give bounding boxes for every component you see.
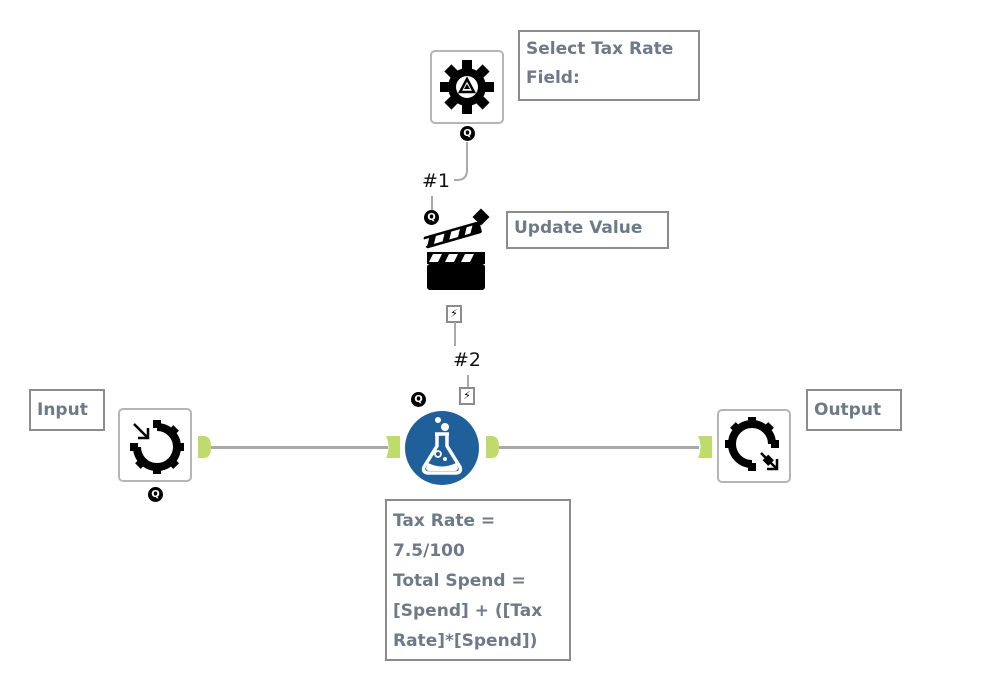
clapperboard-icon[interactable] — [423, 222, 489, 292]
connection-label-2: #2 — [453, 349, 482, 371]
annotation-line: Field: — [526, 68, 580, 88]
annotation-input: Input — [29, 389, 105, 431]
question-badge-icon: Q — [411, 392, 426, 407]
bolt-badge-icon: ⚡ — [459, 387, 475, 405]
flask-icon[interactable] — [404, 410, 480, 486]
macro-output-gear-icon — [725, 417, 779, 471]
macro-output-tool[interactable] — [717, 409, 791, 483]
annotation-line: Tax Rate = — [393, 511, 496, 531]
annotation-line: 7.5/100 — [393, 541, 465, 561]
gear-recycle-icon — [440, 60, 494, 114]
annotation-line: Total Spend = — [393, 571, 526, 591]
annotation-line: Select Tax Rate — [526, 39, 674, 59]
annotation-update-value: Update Value — [506, 211, 669, 249]
connection-2-wire[interactable] — [454, 322, 456, 346]
connection-2-wire-end[interactable] — [467, 375, 469, 387]
input-anchor[interactable] — [386, 436, 400, 458]
annotation-line: [Spend] + ([Tax — [393, 601, 543, 621]
question-badge-icon: Q — [148, 487, 163, 502]
macro-input-tool[interactable] — [118, 408, 192, 482]
output-anchor[interactable] — [198, 436, 212, 458]
question-badge-icon: Q — [460, 126, 475, 141]
annotation-select-tax-rate: Select Tax Rate Field: — [518, 30, 700, 101]
output-anchor[interactable] — [486, 436, 500, 458]
macro-input-gear-icon — [130, 420, 184, 474]
bolt-badge-icon: ⚡ — [446, 305, 462, 323]
control-parameter-tool[interactable] — [430, 50, 504, 124]
annotation-output: Output — [806, 389, 902, 431]
connection-label-1: #1 — [422, 170, 451, 192]
annotation-formula: Tax Rate = 7.5/100 Total Spend = [Spend]… — [385, 499, 571, 661]
connection-formula-output-wire[interactable] — [499, 446, 699, 449]
annotation-line: Rate]*[Spend]) — [393, 631, 538, 651]
connection-input-formula-wire[interactable] — [211, 446, 388, 449]
input-anchor[interactable] — [698, 436, 712, 458]
diamond-anchor-icon[interactable] — [470, 206, 492, 228]
connection-1-wire[interactable] — [420, 140, 480, 210]
question-badge-icon: Q — [424, 210, 439, 225]
